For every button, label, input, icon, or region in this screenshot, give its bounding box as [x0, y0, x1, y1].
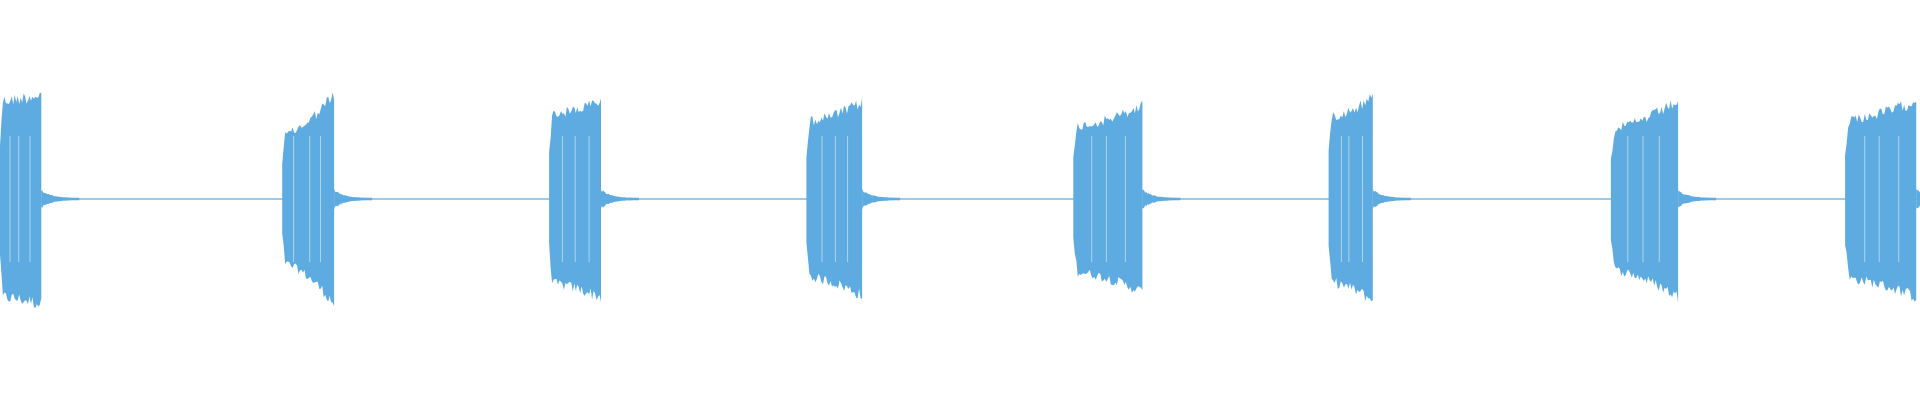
waveform-burst-8 [1845, 101, 1917, 302]
waveform-tail-3 [601, 190, 639, 208]
waveform-burst-6 [1328, 93, 1373, 302]
waveform-burst-2 [282, 92, 335, 307]
waveform-tail-6 [1372, 188, 1411, 210]
waveform-burst-1 [0, 92, 42, 308]
waveform-burst-5 [1073, 101, 1143, 293]
waveform-tail-8 [1916, 189, 1920, 209]
waveform-burst-7 [1610, 100, 1679, 303]
waveform-tail-7 [1678, 190, 1717, 208]
waveform-tail-4 [862, 188, 901, 210]
waveform-tail-1 [41, 190, 80, 208]
waveform-tail-2 [334, 188, 373, 210]
waveform-tail-5 [1142, 189, 1181, 209]
waveform-burst-4 [806, 97, 863, 299]
